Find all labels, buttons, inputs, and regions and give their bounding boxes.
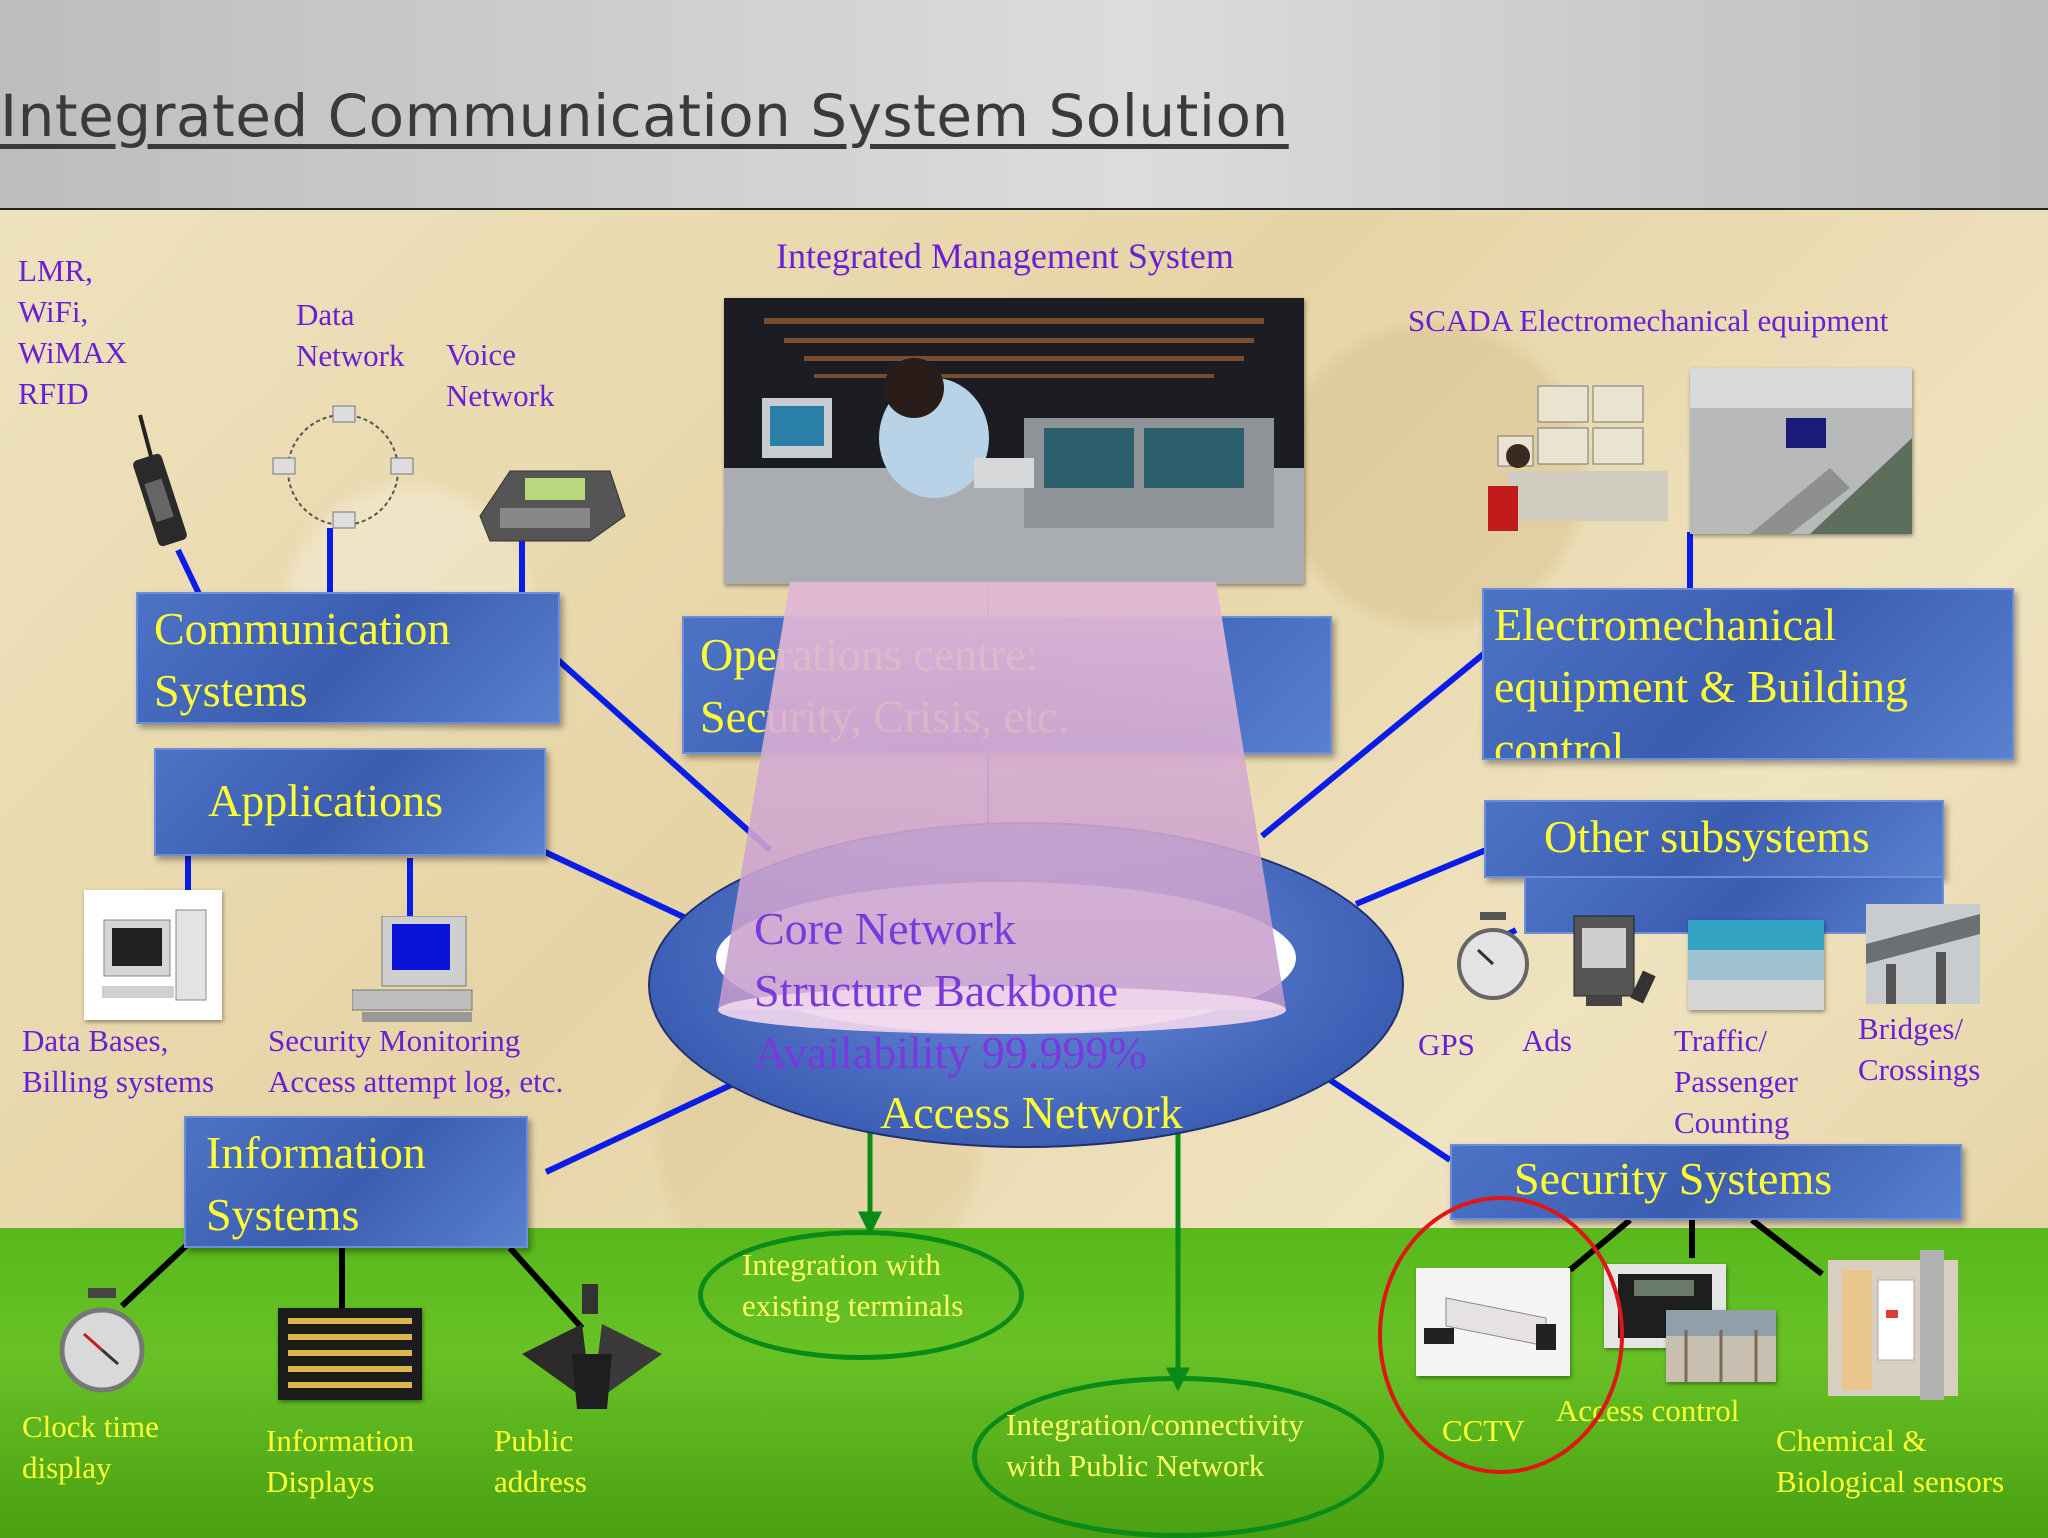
box-label: Security, Crisis, etc. <box>700 691 1069 742</box>
box-label: Communication <box>154 603 451 654</box>
box-label: equipment & Building <box>1494 661 1908 712</box>
database-computer-icon <box>84 890 222 1020</box>
information-systems-box[interactable]: Information Systems <box>184 1116 528 1248</box>
box-label: Information <box>206 1127 426 1178</box>
gps-label: GPS <box>1418 1027 1475 1062</box>
cctv-highlight-circle <box>1378 1196 1624 1474</box>
sensors-label: Chemical &Biological sensors <box>1776 1423 2005 1499</box>
scada-operator-photo <box>1488 385 1668 531</box>
applications-box[interactable]: Applications <box>154 748 546 856</box>
gps-stopwatch-icon <box>1457 912 1529 1000</box>
radio-handset-icon <box>133 414 187 547</box>
box-label: Applications <box>208 775 444 826</box>
box-label: Security Systems <box>1514 1153 1833 1204</box>
communication-systems-box[interactable]: Communication Systems <box>136 592 560 724</box>
header-band: Integrated Communication System Solution <box>0 0 2048 210</box>
ads-tv-icon <box>1573 915 1656 1006</box>
box-label: Electromechanical <box>1494 599 1837 650</box>
electromechanical-box[interactable]: Electromechanical equipment & Building c… <box>1482 588 2014 760</box>
box-label: Systems <box>206 1189 360 1240</box>
monitoring-computer-icon <box>352 916 473 1022</box>
box-label: Systems <box>154 665 308 716</box>
speaker-icon <box>522 1284 662 1409</box>
control-room-photo <box>724 298 1304 584</box>
box-label: control <box>1494 723 1625 760</box>
box-label: Other subsystems <box>1544 811 1870 862</box>
sensor-device-photo <box>1828 1250 1958 1400</box>
page-title: Integrated Communication System Solution <box>0 82 1289 150</box>
ads-label: Ads <box>1522 1023 1572 1058</box>
information-display-icon <box>278 1308 422 1400</box>
bridge-photo <box>1866 904 1980 1004</box>
telephone-icon <box>479 470 626 542</box>
access-network-label: Access Network <box>880 1087 1183 1138</box>
access-gate-photo <box>1666 1310 1776 1382</box>
ims-label: Integrated Management System <box>776 236 1234 276</box>
other-subsystems-box[interactable]: Other subsystems <box>1484 800 1944 878</box>
scada-label: SCADA Electromechanical equipment <box>1408 303 1889 338</box>
databases-label: Data Bases,Billing systems <box>22 1023 215 1099</box>
clock-icon <box>59 1288 145 1393</box>
electromechanical-photo <box>1690 368 1912 534</box>
operations-centre-box[interactable]: Operations centre: Security, Crisis, etc… <box>682 616 1332 754</box>
box-label: Operations centre: <box>700 629 1039 680</box>
data-network-icon <box>272 405 414 529</box>
existing-terminals-oval <box>698 1230 1024 1360</box>
bridges-label: Bridges/Crossings <box>1858 1011 1981 1087</box>
traffic-counting-photo <box>1688 920 1824 1010</box>
